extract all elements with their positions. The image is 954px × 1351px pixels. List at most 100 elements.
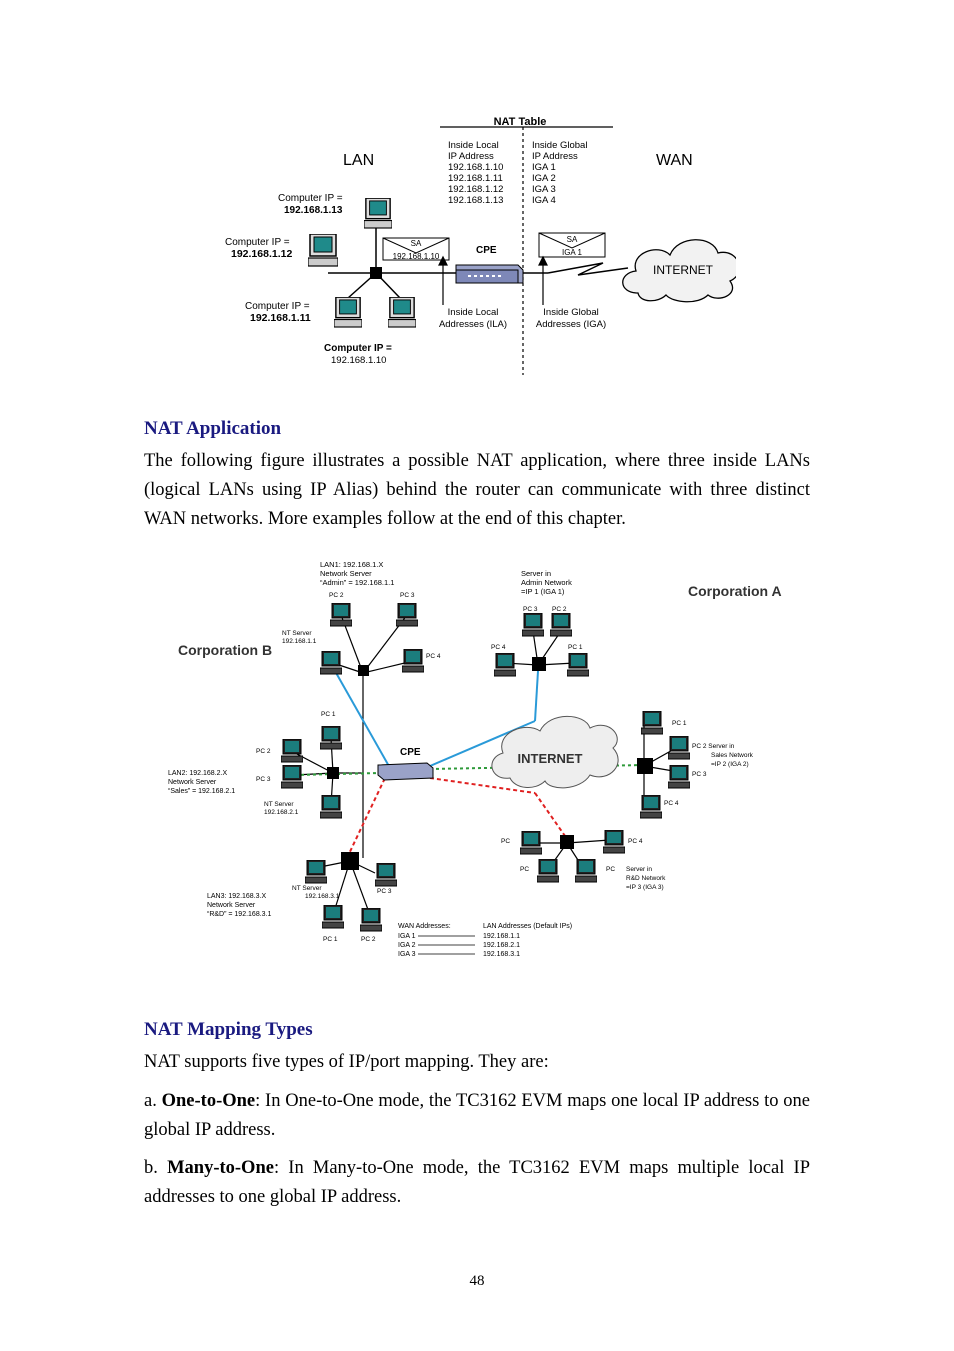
nt-server-label: 192.168.2.1 [264,809,299,816]
pc-icon [281,739,303,763]
pc-label: PC 4 [491,644,506,651]
cpe-label: CPE [400,747,421,758]
pc-icon [320,795,342,819]
svg-text:SA: SA [411,239,422,248]
nat-table-title: NAT Table [494,116,547,128]
router-icon [455,264,524,284]
server-sales-label: PC 2 Server in [692,743,735,750]
pc-icon [668,765,690,789]
computer-ip: 192.168.1.11 [250,312,311,324]
computer-label: Computer IP = [245,301,310,312]
local-addr: 192.168.1.10 [448,162,503,173]
computer-label: Computer IP = [225,237,290,248]
pc-label: PC [501,838,510,845]
inside-local-caption: Inside Local [448,307,499,318]
pc-label: PC 1 [568,644,583,651]
pc-label: PC [606,866,615,873]
nt-server-label: NT Server [282,630,312,637]
pc-icon [537,859,559,883]
pc-label: PC 3 [523,606,538,613]
computer-ip: 192.168.1.12 [231,248,292,260]
server-admin-label: =IP 1 (IGA 1) [521,587,565,596]
server-admin-label: Admin Network [521,578,572,587]
inside-global-caption: Inside Global [543,307,598,318]
cpe-label: CPE [476,245,497,256]
page-number: 48 [469,1273,485,1289]
pc-label: PC 3 [400,592,415,599]
server-rd-label: R&D Network [626,875,666,882]
mapping-item-a: a. One-to-One: In One-to-One mode, the T… [144,1091,810,1140]
section-heading-nat-mapping-types: NAT Mapping Types [144,1019,313,1040]
pc-icon [320,726,342,750]
svg-text:IGA 2: IGA 2 [398,942,416,949]
corporation-a-label: Corporation A [688,583,782,599]
computer-icon [388,297,416,328]
nt-server-label: NT Server [264,801,294,808]
pc-icon [305,860,327,884]
pc-label: PC 3 [377,888,392,895]
global-addr: IGA 3 [532,184,556,195]
corporation-b-label: Corporation B [178,642,272,658]
pc-label: PC 2 [329,592,344,599]
internet-label: INTERNET [653,263,714,277]
internet-cloud-icon [491,715,619,789]
pc-icon [494,653,516,677]
pc-icon [641,711,663,735]
nt-server-label: NT Server [292,885,322,892]
global-addr: IGA 2 [532,173,556,184]
inside-global-caption: Addresses (IGA) [536,319,606,330]
local-addr: 192.168.1.11 [448,173,503,184]
pc-icon [522,613,544,637]
pc-icon [281,765,303,789]
nt-server-label: 192.168.3.1 [305,893,340,900]
pc-icon [640,795,662,819]
pc-label: PC 2 [256,748,271,755]
pc-icon [402,649,424,673]
local-header-1: Inside Local [448,140,499,151]
pc-icon [396,603,418,627]
lan3-label: “R&D” = 192.168.3.1 [207,911,272,918]
svg-text:SA: SA [567,235,578,244]
pc-label: PC 1 [321,711,336,718]
computer-icon [308,234,338,267]
svg-text:192.168.1.1: 192.168.1.1 [483,933,520,940]
section-heading-nat-application: NAT Application [144,418,282,439]
mapping-row: IGA 3 192.168.3.1 [398,951,520,958]
server-rd-label: =IP 3 (IGA 3) [626,884,664,891]
pc-icon [567,653,589,677]
mapping-term: Many-to-One [167,1158,274,1178]
pc-icon [520,831,542,855]
local-header-2: IP Address [448,151,494,162]
pc-icon [575,859,597,883]
pc-icon [550,613,572,637]
pc-icon [668,736,690,760]
lan-label: LAN [343,152,374,169]
pc-icon [330,603,352,627]
section-intro: NAT supports five types of IP/port mappi… [144,1052,549,1072]
lan1-label: LAN1: 192.168.1.X [320,560,383,569]
router-icon [377,762,434,781]
pc-label: PC 2 [361,936,376,943]
computer-icon [334,297,362,328]
lan3-label: LAN3: 192.168.3.X [207,893,266,900]
svg-text:192.168.2.1: 192.168.2.1 [483,942,520,949]
mapping-row: IGA 2 192.168.2.1 [398,942,520,949]
pc-label: PC 4 [664,800,679,807]
section-body-nat-application: The following figure illustrates a possi… [144,451,810,529]
pc-icon [375,863,397,887]
svg-text:192.168.1.10: 192.168.1.10 [393,252,440,261]
svg-text:IGA 1: IGA 1 [398,933,416,940]
pc-label: PC 1 [323,936,338,943]
mapping-item-b: b. Many-to-One: In Many-to-One mode, the… [144,1158,810,1207]
lan1-label: Network Server [320,569,372,578]
wan-label: WAN [656,152,693,169]
global-addr: IGA 1 [532,162,556,173]
local-addr: 192.168.1.12 [448,184,503,195]
mapping-term: One-to-One [161,1091,256,1111]
computer-label: Computer IP = [324,343,392,354]
pc-label: PC 1 [672,720,687,727]
svg-text:IGA 1: IGA 1 [562,248,583,257]
computer-label: Computer IP = [278,193,343,204]
global-addr: IGA 4 [532,195,556,206]
pc-label: PC [520,866,529,873]
